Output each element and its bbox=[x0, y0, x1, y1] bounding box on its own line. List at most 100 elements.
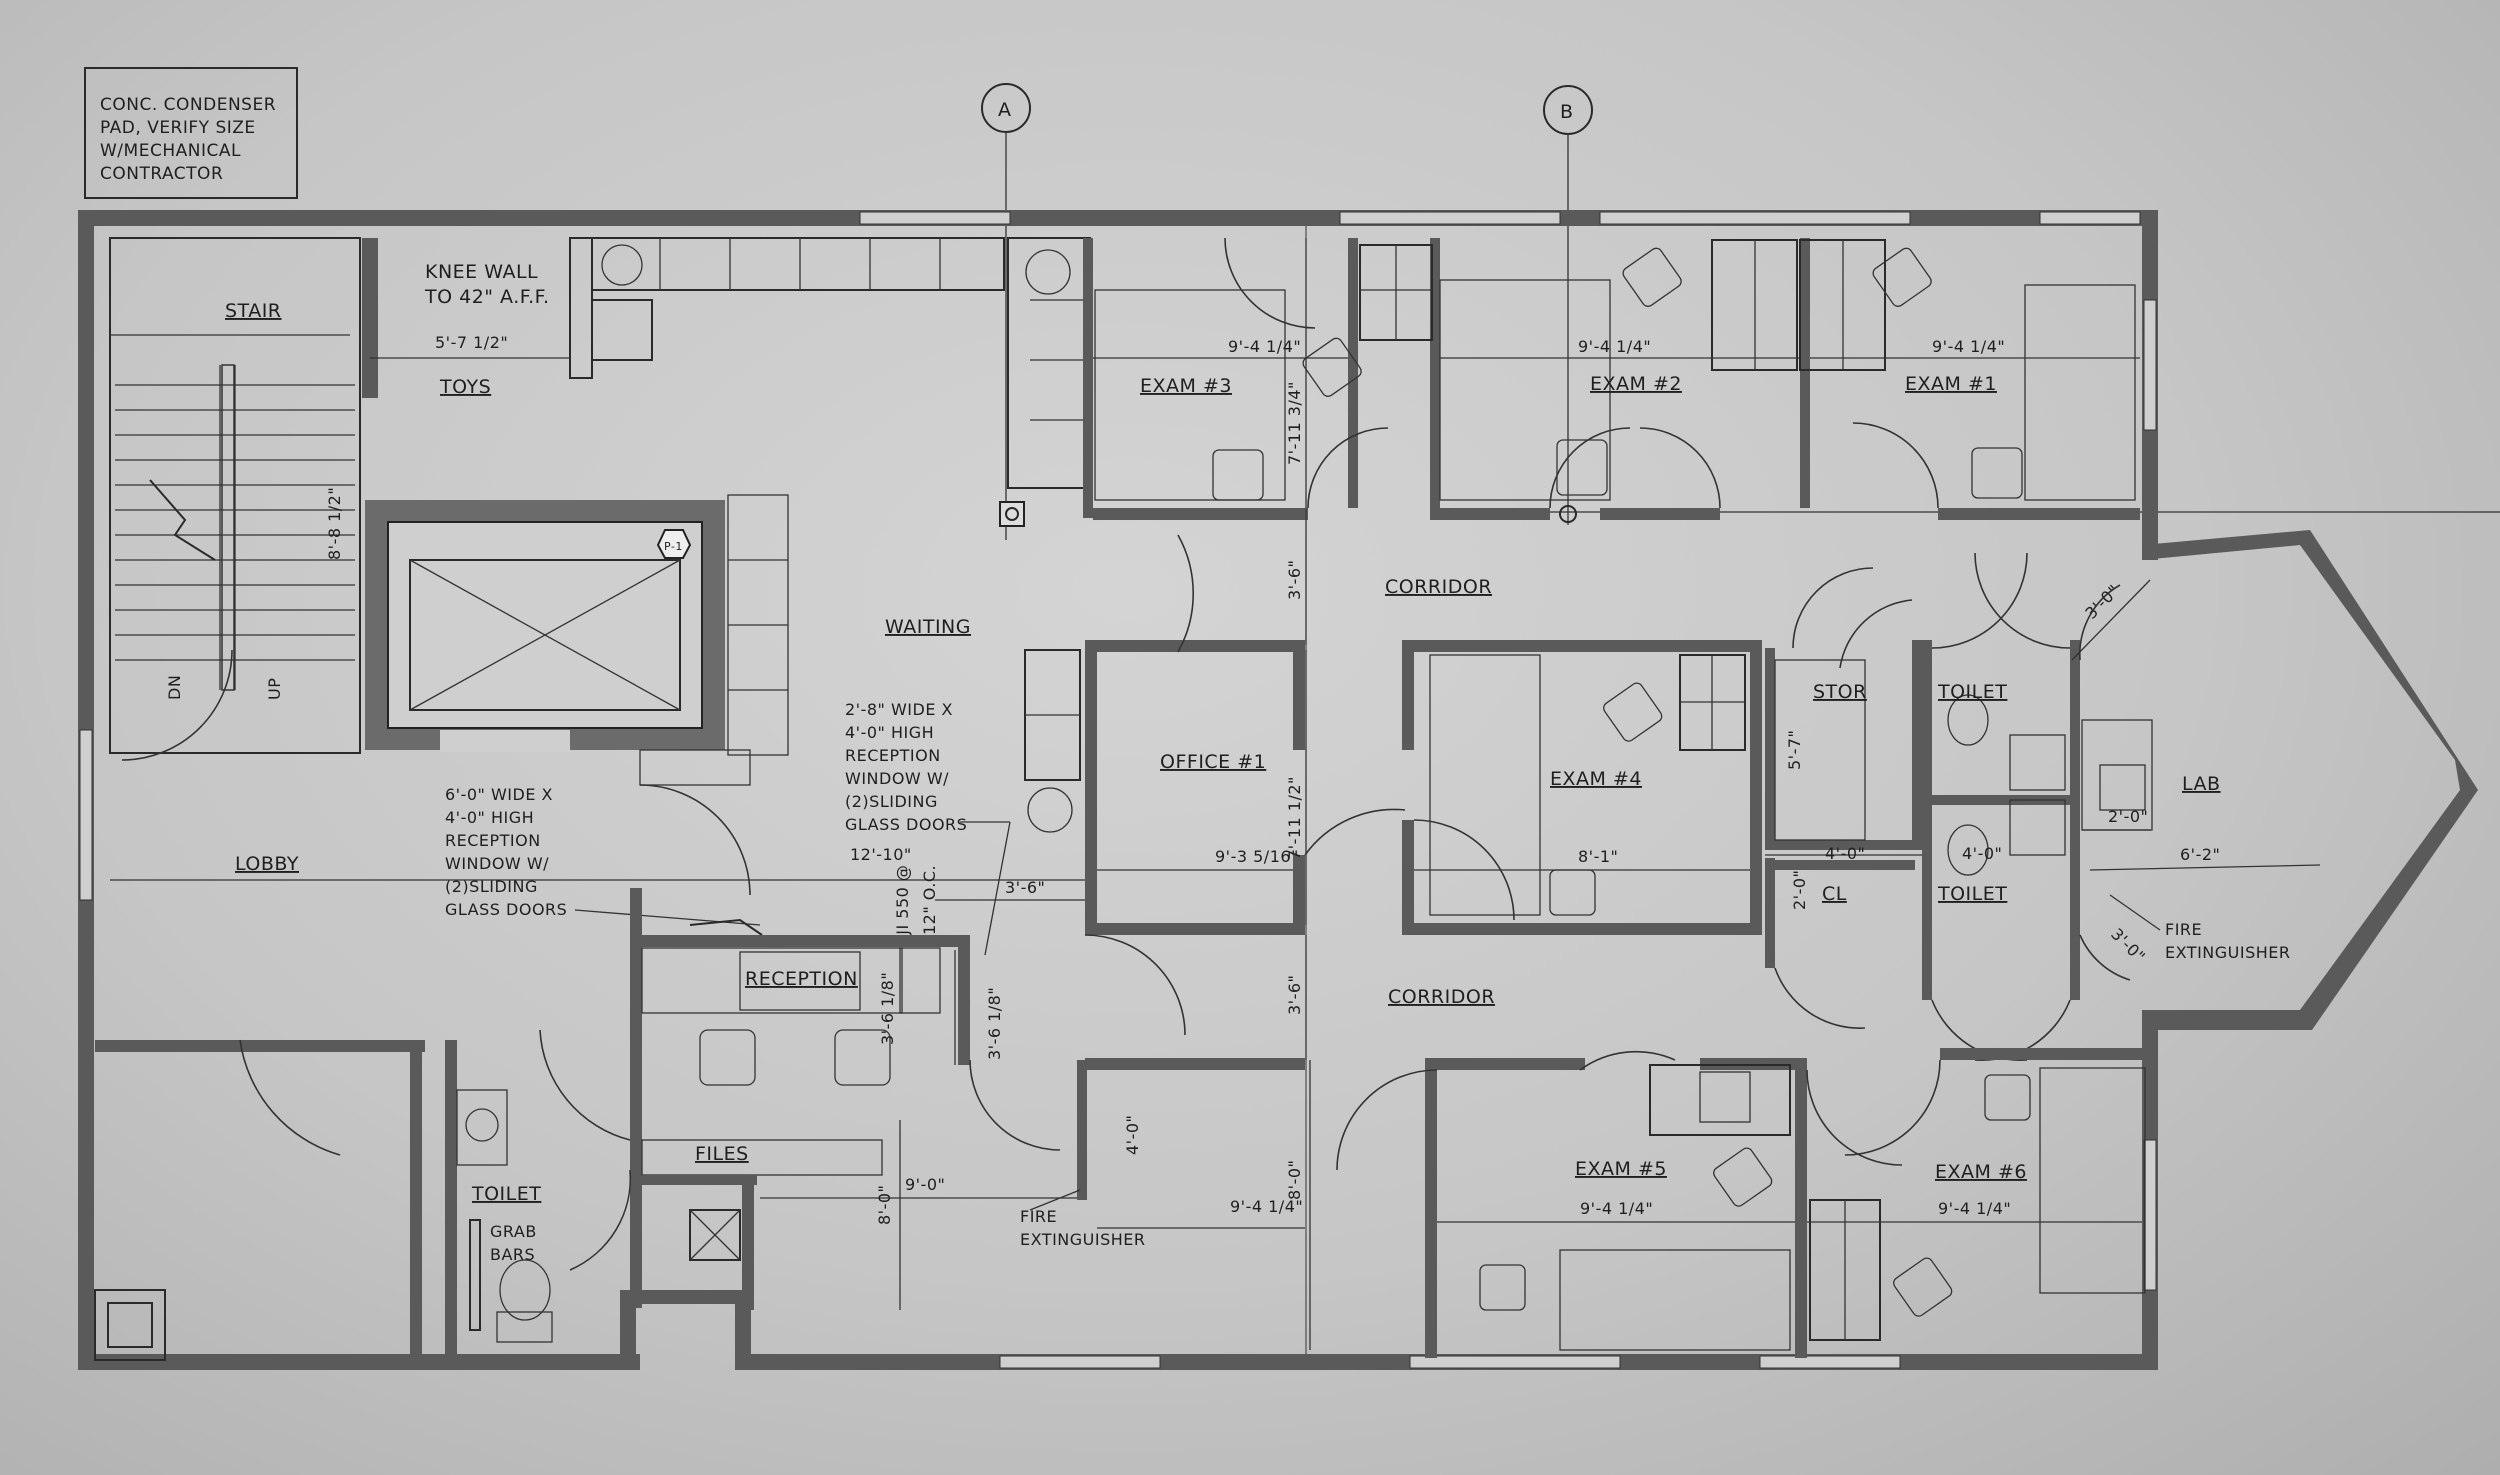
svg-text:A: A bbox=[998, 99, 1012, 121]
svg-text:DN: DN bbox=[165, 675, 184, 700]
svg-text:GLASS DOORS: GLASS DOORS bbox=[845, 815, 967, 834]
svg-text:2'-0": 2'-0" bbox=[2108, 807, 2148, 826]
reception-window-note-1: 6'-0" WIDE X 4'-0" HIGH RECEPTION WINDOW… bbox=[445, 785, 763, 936]
svg-text:UP: UP bbox=[265, 678, 284, 700]
svg-text:P-1: P-1 bbox=[664, 540, 683, 553]
svg-text:GLASS DOORS: GLASS DOORS bbox=[445, 900, 567, 919]
room-exam4: EXAM #4 bbox=[1550, 768, 1642, 790]
svg-text:PAD, VERIFY SIZE: PAD, VERIFY SIZE bbox=[100, 118, 256, 138]
exam-row-top: EXAM #3 EXAM #2 EXAM #1 9'-4 1/4" 9'-4 1… bbox=[1083, 237, 2140, 523]
room-stor: STOR bbox=[1813, 681, 1867, 703]
svg-text:9'-4 1/4": 9'-4 1/4" bbox=[1580, 1199, 1653, 1218]
svg-text:8'-0": 8'-0" bbox=[1285, 1160, 1304, 1200]
svg-text:3'-6 1/8": 3'-6 1/8" bbox=[985, 987, 1004, 1060]
room-exam1: EXAM #1 bbox=[1905, 373, 1997, 395]
svg-text:8'-1": 8'-1" bbox=[1578, 847, 1618, 866]
svg-text:TJI 550 @: TJI 550 @ bbox=[893, 865, 912, 946]
svg-text:12'-10": 12'-10" bbox=[850, 845, 912, 864]
svg-text:4'-0" HIGH: 4'-0" HIGH bbox=[445, 808, 534, 827]
files: FILES 9'-0" 8'-0" bbox=[641, 1120, 1085, 1310]
room-cl: CL bbox=[1822, 883, 1847, 905]
stor-toilet-cluster: STOR TOILET TOILET CL 5'-7" 4'-0" 2'-0" … bbox=[1765, 552, 2080, 1062]
room-toilet-lobby: TOILET bbox=[471, 1183, 541, 1205]
room-lobby: LOBBY bbox=[235, 853, 299, 875]
svg-text:12" O.C.: 12" O.C. bbox=[920, 865, 939, 935]
svg-text:BARS: BARS bbox=[490, 1245, 535, 1264]
svg-text:WINDOW W/: WINDOW W/ bbox=[845, 769, 949, 788]
waiting-dimensions: 12'-10" 3'-6" TJI 550 @ 12" O.C. bbox=[110, 845, 1090, 946]
svg-text:FIRE: FIRE bbox=[1020, 1207, 1057, 1226]
room-office1: OFFICE #1 bbox=[1160, 751, 1266, 773]
svg-text:4'-0" HIGH: 4'-0" HIGH bbox=[845, 723, 934, 742]
svg-text:(2)SLIDING: (2)SLIDING bbox=[445, 877, 538, 896]
lab: 2'-0" LAB 6'-2" 3'-0" 3'-0" FIRE EXTINGU… bbox=[2071, 579, 2321, 981]
svg-text:B: B bbox=[1560, 101, 1574, 123]
elevator: P-1 bbox=[365, 494, 789, 896]
svg-text:6'-0" WIDE X: 6'-0" WIDE X bbox=[445, 785, 553, 804]
svg-text:TO 42" A.F.F.: TO 42" A.F.F. bbox=[424, 286, 550, 308]
svg-text:3'-6": 3'-6" bbox=[1005, 878, 1045, 897]
room-files: FILES bbox=[695, 1143, 749, 1165]
svg-text:6'-2": 6'-2" bbox=[2180, 845, 2220, 864]
svg-text:5'-7": 5'-7" bbox=[1785, 730, 1804, 770]
grid-marker-b: B bbox=[1543, 85, 1593, 525]
lobby-toilet: TOILET GRAB BARS bbox=[94, 1029, 632, 1370]
svg-text:9'-0": 9'-0" bbox=[905, 1175, 945, 1194]
svg-text:4'-0": 4'-0" bbox=[1825, 844, 1865, 863]
svg-text:9'-4 1/4": 9'-4 1/4" bbox=[1578, 337, 1651, 356]
svg-text:9'-4 1/4": 9'-4 1/4" bbox=[1230, 1197, 1303, 1216]
svg-text:7'-11 1/2": 7'-11 1/2" bbox=[1285, 776, 1304, 860]
svg-text:GRAB: GRAB bbox=[490, 1222, 537, 1241]
svg-text:8'-0": 8'-0" bbox=[875, 1185, 894, 1225]
svg-text:CONTRACTOR: CONTRACTOR bbox=[100, 164, 223, 184]
reception: RECEPTION 3'-6 1/8" 3'-6 1/8" bbox=[630, 888, 1004, 1308]
exam-row-bottom: EXAM #5 EXAM #6 9'-4 1/4" 9'-4 1/4" bbox=[1336, 1048, 2146, 1358]
svg-text:RECEPTION: RECEPTION bbox=[845, 746, 941, 765]
svg-text:CONC. CONDENSER: CONC. CONDENSER bbox=[100, 95, 276, 115]
svg-text:3'-6": 3'-6" bbox=[1285, 560, 1304, 600]
room-reception: RECEPTION bbox=[745, 968, 858, 990]
svg-text:9'-4 1/4": 9'-4 1/4" bbox=[1228, 337, 1301, 356]
svg-text:4'-0": 4'-0" bbox=[1962, 844, 2002, 863]
hall-lower: 9'-4 1/4" 8'-0" bbox=[1085, 1058, 1311, 1350]
svg-text:RECEPTION: RECEPTION bbox=[445, 831, 541, 850]
room-stair: STAIR bbox=[225, 300, 282, 322]
room-lab: LAB bbox=[2182, 773, 2221, 795]
svg-text:7'-11 3/4": 7'-11 3/4" bbox=[1285, 381, 1304, 465]
exam-4: EXAM #4 8'-1" bbox=[1402, 640, 1762, 935]
svg-text:W/MECHANICAL: W/MECHANICAL bbox=[100, 141, 241, 161]
svg-text:KNEE WALL: KNEE WALL bbox=[425, 261, 538, 283]
grid-marker-a: A bbox=[981, 83, 1031, 540]
svg-text:8'-8 1/2": 8'-8 1/2" bbox=[325, 487, 344, 560]
reception-window-note-2: 2'-8" WIDE X 4'-0" HIGH RECEPTION WINDOW… bbox=[845, 700, 1011, 956]
room-exam2: EXAM #2 bbox=[1590, 373, 1682, 395]
condenser-note-box: CONC. CONDENSER PAD, VERIFY SIZE W/MECHA… bbox=[84, 67, 298, 199]
office-1: OFFICE #1 9'-3 5/16" 7'-11 1/2" bbox=[1085, 534, 1406, 935]
svg-text:4'-0": 4'-0" bbox=[1123, 1115, 1142, 1155]
room-toilet-upper: TOILET bbox=[1937, 681, 2007, 703]
fire-extinguisher-1: FIRE EXTINGUISHER 4'-0" bbox=[969, 934, 1186, 1249]
svg-text:EXTINGUISHER: EXTINGUISHER bbox=[2165, 943, 2291, 962]
svg-text:9'-3 5/16": 9'-3 5/16" bbox=[1215, 847, 1299, 866]
stair: STAIR DN UP 8'-8 1/2" bbox=[109, 237, 361, 761]
svg-text:3'-6": 3'-6" bbox=[1285, 975, 1304, 1015]
svg-text:9'-4 1/4": 9'-4 1/4" bbox=[1938, 1199, 2011, 1218]
svg-text:3'-6 1/8": 3'-6 1/8" bbox=[878, 972, 897, 1045]
room-exam6: EXAM #6 bbox=[1935, 1161, 2027, 1183]
waiting-seating bbox=[999, 237, 1091, 833]
room-exam3: EXAM #3 bbox=[1140, 375, 1232, 397]
svg-text:2'-0": 2'-0" bbox=[1790, 870, 1809, 910]
svg-text:(2)SLIDING: (2)SLIDING bbox=[845, 792, 938, 811]
room-toilet-lower: TOILET bbox=[1937, 883, 2007, 905]
toys-area: KNEE WALL TO 42" A.F.F. 5'-7 1/2" TOYS bbox=[362, 237, 1005, 398]
room-corridor-top: CORRIDOR bbox=[1385, 576, 1492, 598]
room-toys: TOYS bbox=[439, 376, 491, 398]
room-corridor-bottom: CORRIDOR bbox=[1388, 986, 1495, 1008]
exterior-walls bbox=[78, 210, 2478, 1370]
svg-text:9'-4 1/4": 9'-4 1/4" bbox=[1932, 337, 2005, 356]
svg-text:FIRE: FIRE bbox=[2165, 920, 2202, 939]
svg-text:3'-0": 3'-0" bbox=[2107, 924, 2149, 966]
svg-text:5'-7 1/2": 5'-7 1/2" bbox=[435, 333, 508, 352]
room-waiting: WAITING bbox=[885, 616, 971, 638]
